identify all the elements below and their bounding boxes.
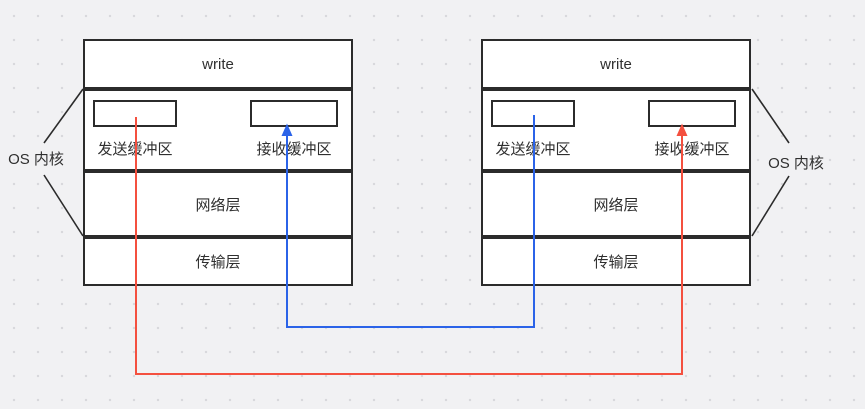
- receive-buffer-rect: [648, 100, 736, 127]
- transport-layer-label: 传输层: [195, 254, 241, 271]
- os-kernel-bracket-left-upper-line: [43, 88, 84, 144]
- buffer-section-right: 发送缓冲区 接收缓冲区: [481, 89, 751, 171]
- os-kernel-bracket-right-lower-line: [751, 175, 790, 237]
- network-layer-left: 网络层: [83, 171, 353, 237]
- network-layer-label: 网络层: [593, 196, 639, 214]
- os-kernel-bracket-right-upper-line: [751, 88, 790, 144]
- send-buffer-rect: [491, 100, 575, 127]
- network-layer-right: 网络层: [481, 171, 751, 237]
- host-box-left: write 发送缓冲区 接收缓冲区 网络层 传输层: [83, 39, 353, 286]
- write-label: write: [202, 55, 234, 73]
- transport-layer-left: 传输层: [83, 237, 353, 286]
- send-buffer-label: 发送缓冲区: [495, 141, 571, 158]
- write-section-right: write: [481, 39, 751, 89]
- buffer-section-left: 发送缓冲区 接收缓冲区: [83, 89, 353, 171]
- write-section-left: write: [83, 39, 353, 89]
- receive-buffer-right: 接收缓冲区: [648, 100, 736, 159]
- send-buffer-right: 发送缓冲区: [491, 100, 575, 159]
- write-label: write: [600, 55, 632, 73]
- send-buffer-rect: [93, 100, 177, 127]
- os-kernel-label-left: OS 内核: [8, 151, 64, 168]
- receive-buffer-label: 接收缓冲区: [256, 141, 332, 158]
- send-buffer-label: 发送缓冲区: [97, 141, 173, 158]
- receive-buffer-left: 接收缓冲区: [250, 100, 338, 159]
- os-kernel-bracket-left-lower-line: [43, 174, 84, 237]
- transport-layer-label: 传输层: [593, 254, 639, 271]
- os-kernel-label-right: OS 内核: [768, 155, 824, 172]
- transport-layer-right: 传输层: [481, 237, 751, 286]
- receive-buffer-rect: [250, 100, 338, 127]
- receive-buffer-label: 接收缓冲区: [654, 141, 730, 158]
- network-layer-label: 网络层: [195, 196, 241, 214]
- host-box-right: write 发送缓冲区 接收缓冲区 网络层 传输层: [481, 39, 751, 286]
- send-buffer-left: 发送缓冲区: [93, 100, 177, 159]
